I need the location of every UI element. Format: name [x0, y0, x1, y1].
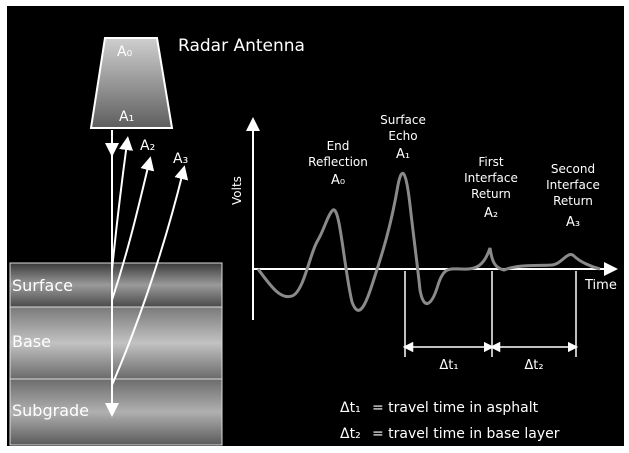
peak-second-interface-line-2: Interface	[546, 178, 600, 192]
ray-paths: A₂ A₃	[105, 130, 189, 417]
dt1-label: Δt₁	[439, 358, 458, 373]
peak-second-interface-line-3: Return	[553, 194, 593, 208]
ray-label-a3: A₃	[173, 151, 188, 167]
ray-label-a2: A₂	[140, 138, 155, 154]
antenna-title: Radar Antenna	[178, 36, 305, 56]
peak-first-interface-line-1: First	[478, 155, 504, 169]
peak-labels: End Reflection A₀ Surface Echo A₁ First …	[308, 113, 600, 230]
peak-surface-echo-line-1: Surface	[380, 113, 426, 127]
legend: Δt₁ = travel time in asphalt Δt₂ = trave…	[340, 400, 560, 442]
waveform-axes	[246, 117, 618, 320]
peak-surface-echo-line-2: Echo	[388, 129, 417, 143]
legend-dt2-symbol: Δt₂	[340, 426, 361, 442]
radar-antenna: A₀ A₁ Radar Antenna	[89, 36, 305, 129]
y-axis-label: Volts	[230, 176, 244, 205]
x-axis-label: Time	[584, 278, 617, 293]
peak-first-interface-line-4: A₂	[484, 206, 498, 221]
peak-first-interface-line-2: Interface	[464, 171, 518, 185]
ray-surface-return	[111, 136, 133, 271]
layer-label-surface: Surface	[12, 276, 73, 295]
peak-second-interface-line-1: Second	[551, 162, 595, 176]
legend-dt1-symbol: Δt₁	[340, 400, 361, 416]
layer-base	[9, 306, 223, 380]
antenna-label-a0: A₀	[117, 44, 133, 60]
layer-label-subgrade: Subgrade	[12, 401, 89, 420]
antenna-body	[89, 37, 174, 129]
ray-base-return	[111, 156, 155, 301]
layer-label-base: Base	[12, 332, 51, 351]
interval-markers	[402, 271, 579, 357]
peak-end-reflection-line-2: Reflection	[308, 155, 368, 169]
antenna-label-a1: A₁	[119, 109, 134, 125]
peak-surface-echo-line-3: A₁	[396, 147, 410, 162]
ray-subgrade-return	[111, 165, 189, 386]
peak-first-interface-line-3: Return	[471, 187, 511, 201]
legend-dt2-text: = travel time in base layer	[372, 426, 560, 442]
dt2-label: Δt₂	[524, 358, 543, 373]
legend-dt1-text: = travel time in asphalt	[372, 400, 539, 416]
peak-end-reflection-line-3: A₀	[331, 173, 345, 188]
radar-waveform	[256, 171, 601, 312]
peak-second-interface-line-4: A₃	[566, 215, 580, 230]
peak-end-reflection-line-1: End	[327, 139, 350, 153]
